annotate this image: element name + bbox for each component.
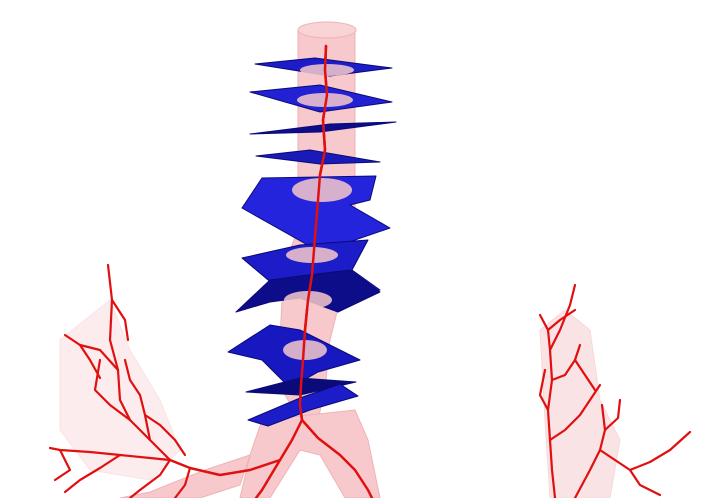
right-main-centerline — [300, 418, 374, 498]
plane-4 — [255, 149, 381, 165]
main-bronchi — [239, 409, 381, 498]
right-lung-branches — [538, 283, 692, 498]
left-bronchus-centerline — [168, 458, 282, 477]
tube-overlays — [283, 64, 354, 360]
trachea-centerline-overlay — [298, 44, 329, 422]
left-lung-branches — [48, 263, 192, 498]
trachea-top-cap — [297, 21, 357, 39]
